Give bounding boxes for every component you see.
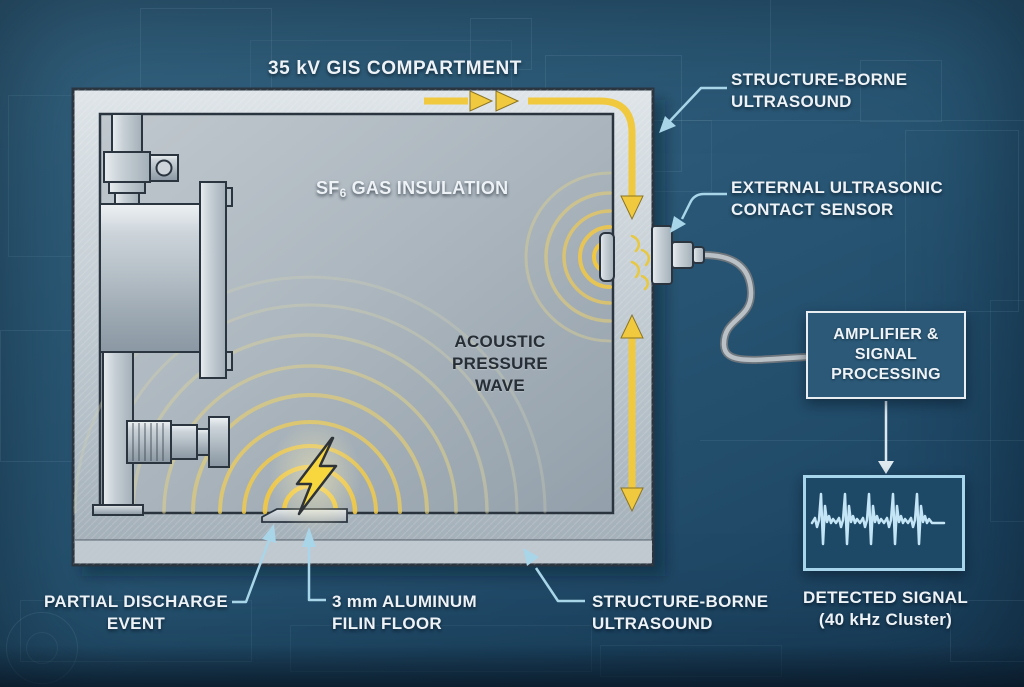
amp-to-signal-arrow — [878, 401, 894, 474]
lightning-bolt-icon — [269, 419, 361, 535]
bottom-vignette — [0, 645, 1024, 687]
compartment-title-label: 35 kV GIS COMPARTMENT — [267, 58, 522, 79]
ultrasound-path-arrows — [424, 90, 644, 513]
contact-sensor — [599, 225, 807, 364]
external-sensor-label: EXTERNAL ULTRASONIC CONTACT SENSOR — [731, 178, 943, 219]
bushing-equipment — [92, 113, 233, 516]
sensor-inner-disc — [599, 232, 615, 282]
callout-arrows — [232, 86, 727, 604]
wall-vibration-marks — [630, 234, 651, 291]
acoustic-wave-label: ACOUSTIC PRESSURE WAVE — [452, 332, 548, 395]
detected-signal-label: DETECTED SIGNAL (40 kHz Cluster) — [802, 588, 969, 629]
amplifier-box: AMPLIFIER & SIGNAL PROCESSING — [806, 311, 966, 399]
aluminum-film-label: 3 mm ALUMINUM FILIN FLOOR — [332, 592, 477, 633]
partial-discharge-label: PARTIAL DISCHARGE EVENT — [44, 592, 228, 633]
waveform-icon — [810, 492, 946, 546]
blueprint-line — [660, 120, 1024, 121]
detected-signal-box — [803, 475, 965, 571]
blueprint-line — [770, 0, 771, 80]
structure-borne-bottom-label: STRUCTURE-BORNE ULTRASOUND — [592, 592, 769, 633]
structure-borne-top-label: STRUCTURE-BORNE ULTRASOUND — [731, 70, 908, 111]
blueprint-line — [700, 440, 1024, 441]
sensor-cable — [702, 251, 807, 364]
